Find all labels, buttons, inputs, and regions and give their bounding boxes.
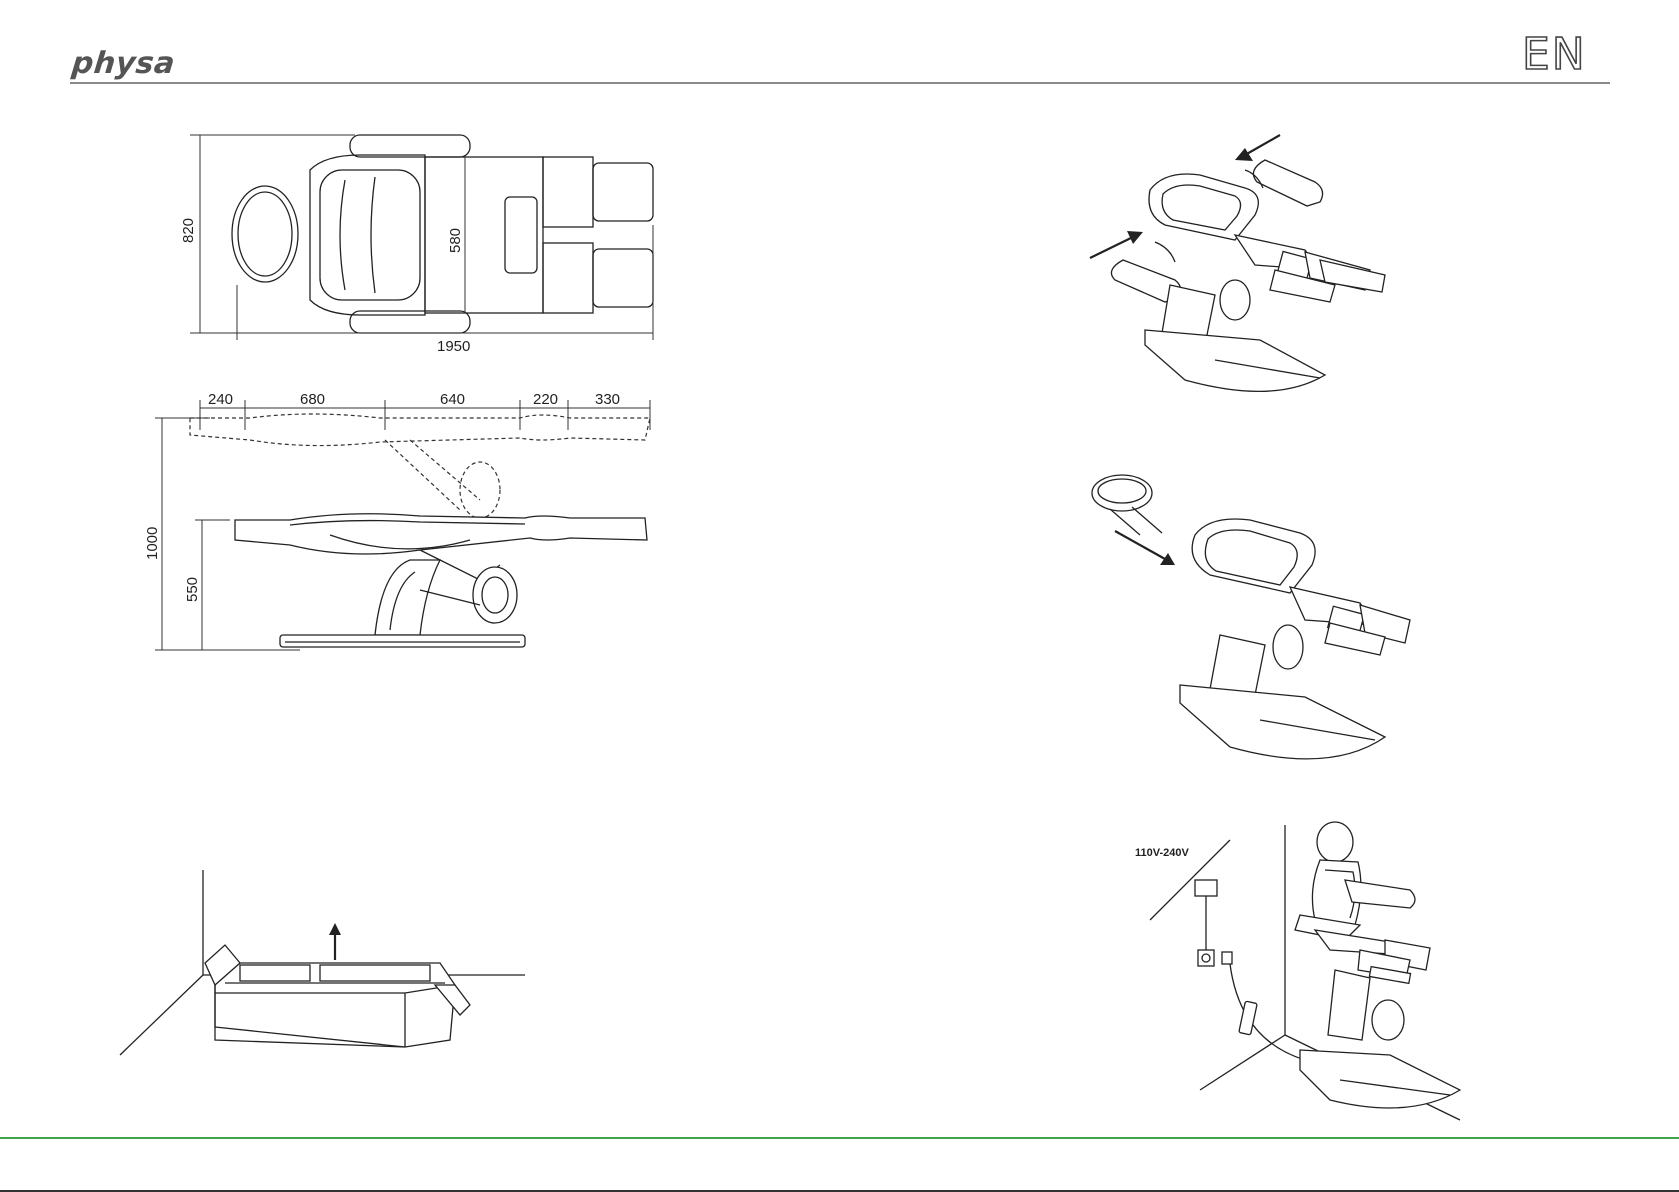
dim-segment-knee: 220: [533, 391, 558, 408]
dim-segment-seat: 640: [440, 391, 465, 408]
power-connection-drawing: 110V-240V: [1130, 820, 1490, 1120]
dim-width-label: 820: [180, 218, 197, 243]
unpacking-box-drawing: [115, 865, 535, 1060]
language-badge: EN: [1522, 33, 1587, 77]
dim-max-height-label: 1000: [144, 527, 161, 560]
armrest-assembly-drawing: [1085, 130, 1395, 410]
dim-segment-back: 680: [300, 391, 325, 408]
dim-segment-head: 240: [208, 391, 233, 408]
dim-length-label: 1950: [437, 338, 470, 355]
header-divider: [70, 82, 1610, 84]
dim-seat-width-label: 580: [447, 228, 464, 253]
voltage-label: 110V-240V: [1135, 847, 1189, 859]
chair-top-view-drawing: 820 580 1950: [175, 125, 695, 365]
chair-side-view-drawing: 240 680 640 220 330 1000 550: [150, 390, 690, 665]
headrest-assembly-drawing: [1090, 475, 1420, 785]
brand-logo: physa: [70, 46, 177, 81]
dim-segment-foot: 330: [595, 391, 620, 408]
footer-divider: [0, 1137, 1679, 1139]
dim-min-height-label: 550: [184, 577, 201, 602]
